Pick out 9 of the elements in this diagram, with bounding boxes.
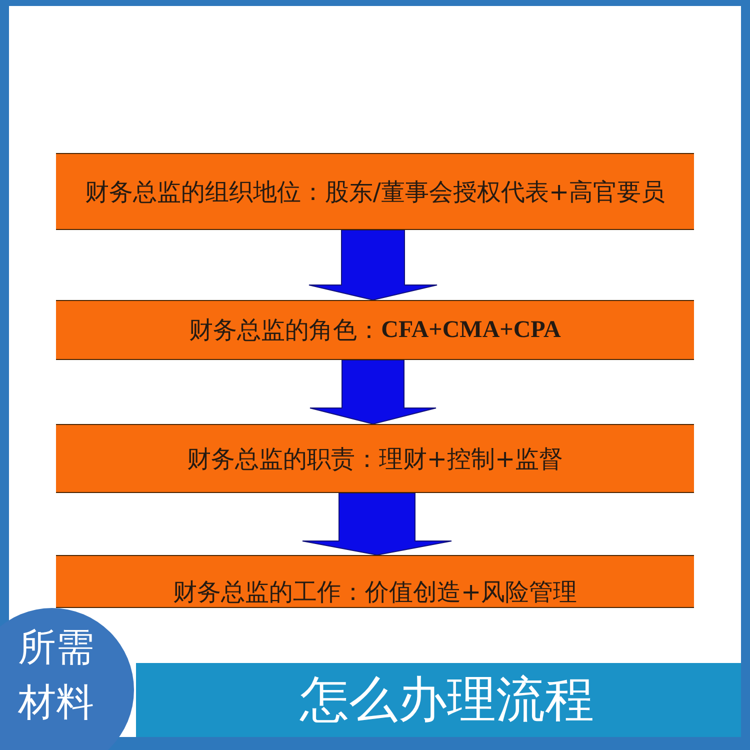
process-box: 财务总监的工作：价值创造+风险管理 [56,555,694,608]
circle-badge: 所需材料 [0,608,136,750]
block-arrow [308,230,438,301]
process-box: 财务总监的角色：CFA+CMA+CPA [56,300,694,360]
block-arrow [302,492,452,556]
process-box: 财务总监的组织地位：股东/董事会授权代表+高官要员 [56,153,694,230]
title-banner: 怎么办理流程 [136,663,741,737]
process-box: 财务总监的职责：理财+控制+监督 [56,424,694,493]
block-arrow [310,360,436,425]
